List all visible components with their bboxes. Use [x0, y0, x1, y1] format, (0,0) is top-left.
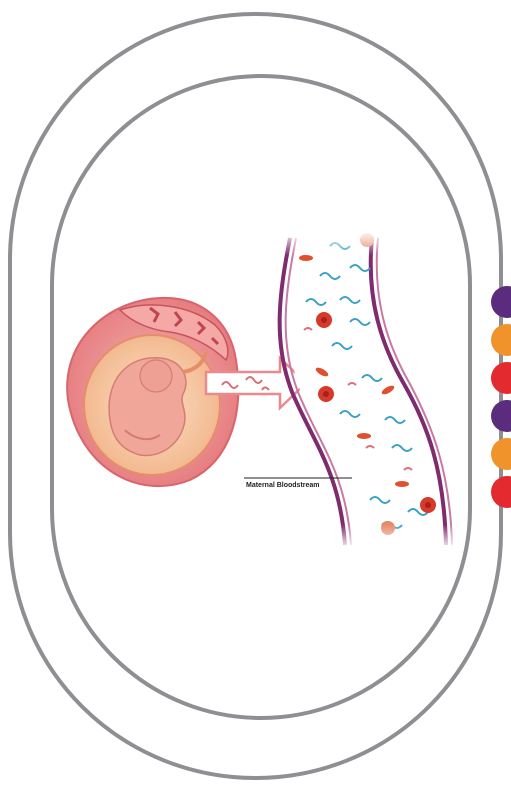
color-dot	[491, 400, 511, 432]
blood-vessel-illustration	[270, 230, 460, 550]
color-dots-column	[491, 286, 511, 514]
color-dot	[491, 286, 511, 318]
maternal-bloodstream-label: Maternal Bloodstream	[246, 482, 320, 489]
color-dot	[491, 476, 511, 508]
color-dot	[491, 438, 511, 470]
color-dot	[491, 324, 511, 356]
color-dot	[491, 362, 511, 394]
